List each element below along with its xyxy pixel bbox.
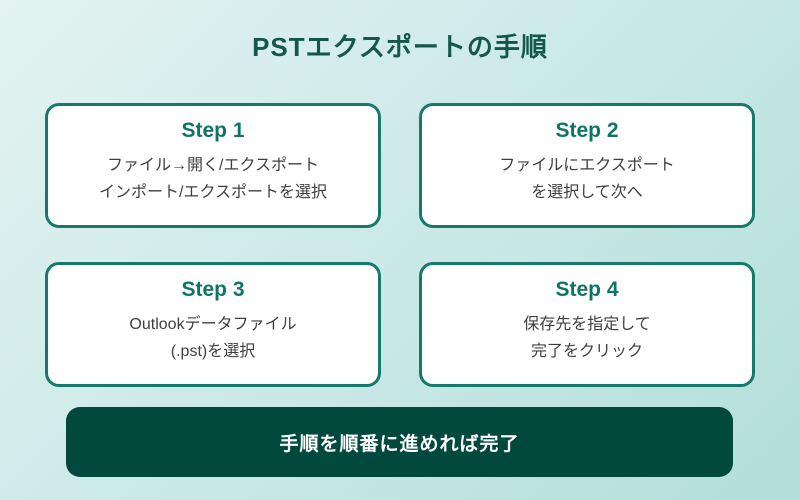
completion-banner-label: 手順を順番に進めれば完了 <box>279 433 520 455</box>
step-3-title: Step 3 <box>181 278 245 301</box>
step-card-2: Step 2 ファイルにエクスポート を選択して次へ <box>419 103 755 228</box>
step-1-title: Step 1 <box>181 119 245 142</box>
step-4-line-1: 保存先を指定して <box>523 316 651 333</box>
step-2-line-2: を選択して次へ <box>531 184 643 202</box>
steps-grid: Step 1 ファイル→開く/エクスポート インポート/エクスポートを選択 St… <box>45 103 755 387</box>
page-title: PSTエクスポートの手順 <box>252 32 548 62</box>
step-4-title: Step 4 <box>555 278 619 301</box>
step-1-line-2: インポート/エクスポートを選択 <box>99 184 327 202</box>
step-card-4: Step 4 保存先を指定して 完了をクリック <box>419 262 755 387</box>
step-1-line-1: ファイル→開く/エクスポート <box>107 157 319 174</box>
step-card-3: Step 3 Outlookデータファイル (.pst)を選択 <box>45 262 381 387</box>
step-4-line-2: 完了をクリック <box>530 343 643 361</box>
completion-banner: 手順を順番に進めれば完了 <box>66 407 733 477</box>
step-card-1: Step 1 ファイル→開く/エクスポート インポート/エクスポートを選択 <box>45 103 381 228</box>
step-2-line-1: ファイルにエクスポート <box>499 157 675 174</box>
step-3-line-2: (.pst)を選択 <box>170 343 256 361</box>
step-2-title: Step 2 <box>555 119 619 142</box>
step-3-line-1: Outlookデータファイル <box>129 316 297 333</box>
